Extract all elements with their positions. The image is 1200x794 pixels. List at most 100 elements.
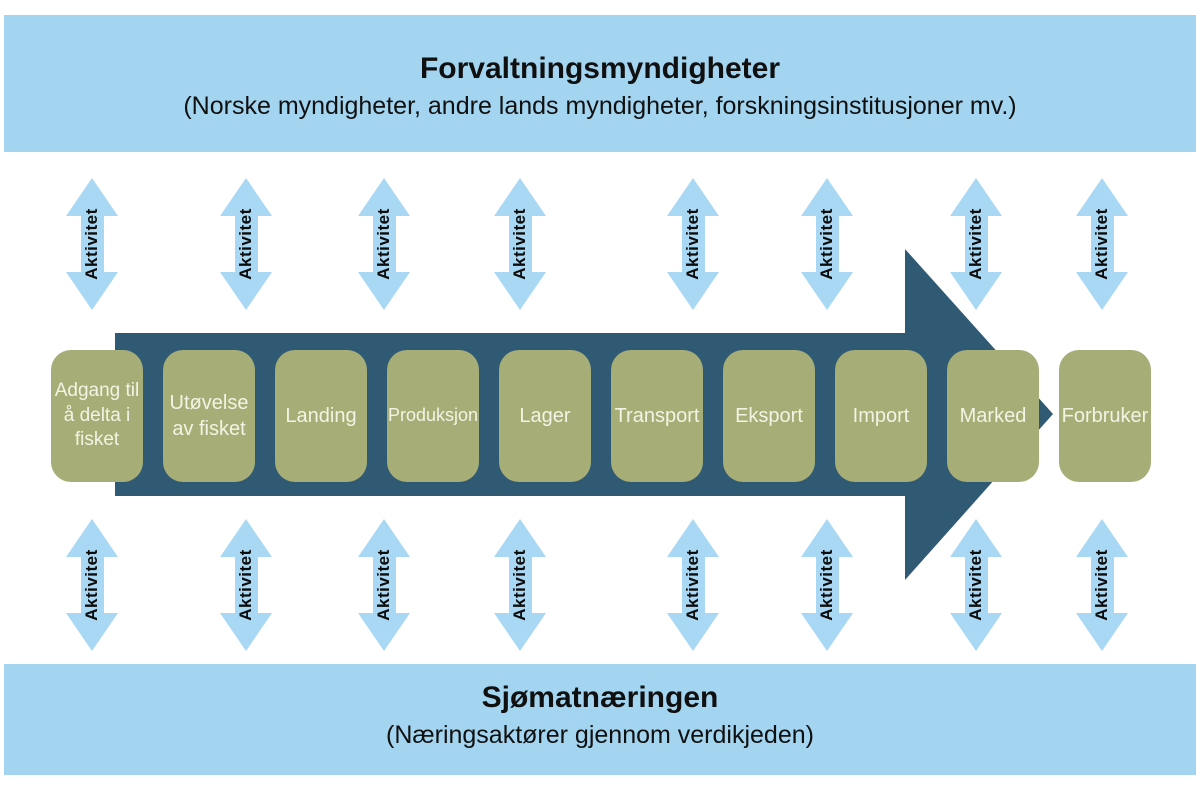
stage-landing: Landing [275,350,367,482]
arrow-shaft [234,214,258,274]
arrow-shaft [1090,555,1114,615]
activity-arrow-label: Aktivitet [683,208,702,280]
stage-label: Produksjon [387,405,479,426]
activity-arrow-top-2: Aktivitet [220,178,272,310]
activity-arrow-label: Aktivitet [374,549,393,621]
arrow-shaft [80,555,104,615]
arrow-shaft [372,555,396,615]
activity-arrow-top-4: Aktivitet [494,178,546,310]
activity-arrow-label: Aktivitet [82,208,101,280]
stage-label: Marked [959,405,1027,427]
arrow-up-icon [950,178,1002,216]
stage-lager: Lager [499,350,591,482]
arrow-down-icon [494,613,546,651]
industry-title: Sjømatnæringen [481,681,719,714]
stage-label: Adgang til å delta i fisket [54,379,140,451]
activity-arrow-label: Aktivitet [236,549,255,621]
arrow-down-icon [801,613,853,651]
arrow-down-icon [66,613,118,651]
arrow-up-icon [494,178,546,216]
arrow-down-icon [66,272,118,310]
arrow-up-icon [801,519,853,557]
activity-arrow-bottom-2: Aktivitet [220,519,272,651]
activity-arrow-label: Aktivitet [1092,208,1111,280]
arrow-shaft [964,214,988,274]
arrow-up-icon [667,178,719,216]
activity-arrow-top-7: Aktivitet [950,178,1002,310]
stage-label: Eksport [735,405,803,427]
arrow-down-icon [358,613,410,651]
activity-arrow-bottom-5: Aktivitet [667,519,719,651]
authorities-subtitle: (Norske myndigheter, andre lands myndigh… [183,92,1017,120]
industry-subtitle: (Næringsaktører gjennom verdikjeden) [386,721,814,749]
arrow-up-icon [66,178,118,216]
arrow-shaft [234,555,258,615]
activity-arrow-label: Aktivitet [510,208,529,280]
arrow-down-icon [220,613,272,651]
activity-arrow-bottom-8: Aktivitet [1076,519,1128,651]
activity-arrow-label: Aktivitet [817,549,836,621]
arrow-down-icon [358,272,410,310]
arrow-shaft [372,214,396,274]
arrow-down-icon [494,272,546,310]
authorities-title: Forvaltningsmyndigheter [419,52,781,85]
stage-label: Utøvelse av fisket [169,392,249,440]
arrow-shaft [815,555,839,615]
activity-arrow-label: Aktivitet [966,208,985,280]
arrow-down-icon [220,272,272,310]
activity-arrow-label: Aktivitet [683,549,702,621]
stage-label: Lager [519,405,571,427]
arrow-down-icon [950,613,1002,651]
activity-arrow-label: Aktivitet [966,549,985,621]
stage-label: Forbruker [1061,405,1149,427]
industry-banner: Sjømatnæringen (Næringsaktører gjennom v… [4,664,1196,775]
activity-arrow-label: Aktivitet [236,208,255,280]
stage-import: Import [835,350,927,482]
arrow-down-icon [1076,272,1128,310]
arrow-shaft [508,555,532,615]
stage-eksport: Eksport [723,350,815,482]
arrow-up-icon [66,519,118,557]
arrow-up-icon [1076,178,1128,216]
activity-arrow-bottom-6: Aktivitet [801,519,853,651]
arrow-down-icon [667,272,719,310]
arrow-up-icon [667,519,719,557]
arrow-up-icon [358,519,410,557]
stage-label: Transport [614,405,700,427]
arrow-up-icon [801,178,853,216]
activity-arrow-bottom-7: Aktivitet [950,519,1002,651]
activity-arrow-bottom-3: Aktivitet [358,519,410,651]
arrow-up-icon [220,178,272,216]
stage-label: Landing [285,405,357,427]
arrow-down-icon [950,272,1002,310]
activity-arrow-bottom-1: Aktivitet [66,519,118,651]
activity-arrow-bottom-4: Aktivitet [494,519,546,651]
arrow-up-icon [950,519,1002,557]
arrow-down-icon [1076,613,1128,651]
arrow-shaft [964,555,988,615]
arrow-shaft [815,214,839,274]
activity-arrow-label: Aktivitet [374,208,393,280]
arrow-up-icon [1076,519,1128,557]
activity-arrow-top-3: Aktivitet [358,178,410,310]
stage-transport: Transport [611,350,703,482]
arrow-up-icon [220,519,272,557]
arrow-shaft [508,214,532,274]
authorities-banner: Forvaltningsmyndigheter (Norske myndighe… [4,15,1196,152]
arrow-up-icon [358,178,410,216]
arrow-shaft [1090,214,1114,274]
activity-arrow-top-5: Aktivitet [667,178,719,310]
stage-label: Import [852,405,910,427]
activity-arrow-top-8: Aktivitet [1076,178,1128,310]
activity-arrow-label: Aktivitet [1092,549,1111,621]
stage-forbruker: Forbruker [1059,350,1151,482]
stage-produksjon: Produksjon [387,350,479,482]
arrow-down-icon [667,613,719,651]
arrow-shaft [681,214,705,274]
stage-marked: Marked [947,350,1039,482]
activity-arrow-top-1: Aktivitet [66,178,118,310]
arrow-up-icon [494,519,546,557]
arrow-shaft [80,214,104,274]
activity-arrow-label: Aktivitet [82,549,101,621]
